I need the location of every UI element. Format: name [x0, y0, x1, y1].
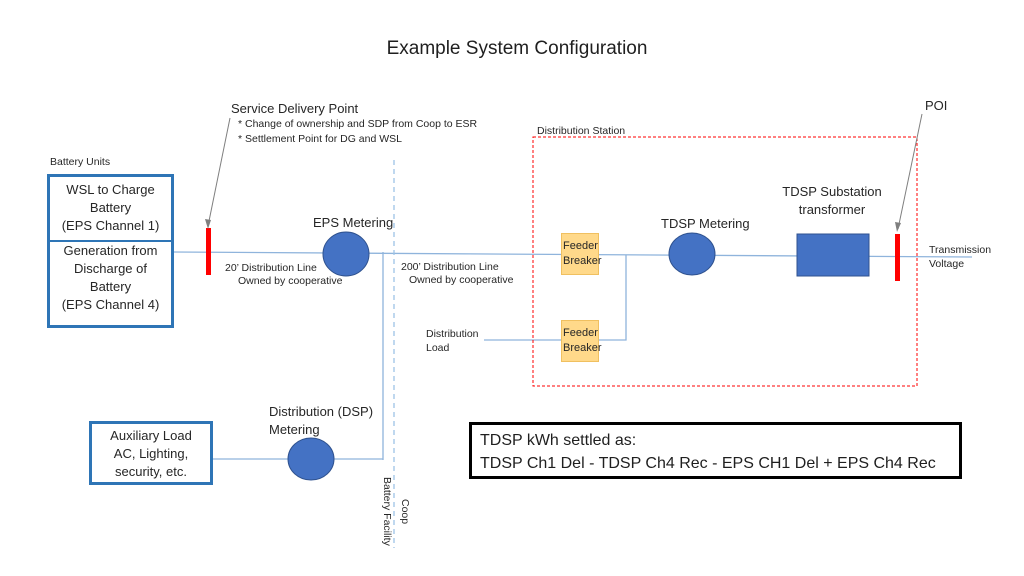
tdsp-transformer-label-2: transformer: [798, 202, 866, 217]
sdp-note-2: * Settlement Point for DG and WSL: [238, 133, 402, 145]
wsl-line-3: (EPS Channel 1): [61, 218, 160, 233]
distribution-station-boundary: [532, 136, 918, 387]
distribution-load-label-1: Distribution: [426, 328, 479, 340]
aux-line-3: security, etc.: [114, 464, 187, 479]
poi-marker: [895, 234, 900, 281]
transmission-voltage-label: Transmission Voltage: [929, 243, 991, 271]
dist-line-200-label-1: 200’ Distribution Line: [401, 261, 499, 273]
tdsp-meter: [668, 232, 716, 276]
battery-units-label: Battery Units: [50, 156, 111, 168]
eps-metering-label: EPS Metering: [313, 215, 394, 230]
wsl-line-1: WSL to Charge: [66, 182, 155, 197]
tdsp-metering-label: TDSP Metering: [661, 216, 750, 231]
gen-line-1: Generation from: [63, 243, 158, 258]
aux-line-1: Auxiliary Load: [110, 428, 192, 443]
auxiliary-load-box: Auxiliary Load AC, Lighting, security, e…: [89, 421, 213, 485]
feeder-breaker-1: Feeder Breaker: [561, 233, 602, 275]
summary-line-2: TDSP Ch1 Del - TDSP Ch4 Rec - EPS CH1 De…: [480, 455, 936, 472]
battery-facility-label: Battery Facility: [381, 477, 393, 546]
distribution-load-line: [484, 255, 627, 341]
battery-units-box: WSL to Charge Battery (EPS Channel 1) Ge…: [47, 174, 174, 328]
dsp-metering-label: Distribution (DSP) Metering: [269, 403, 373, 439]
sdp-title: Service Delivery Point: [231, 101, 359, 116]
dist-line-20-label-2: Owned by cooperative: [238, 275, 343, 287]
gen-line-4: (EPS Channel 4): [61, 297, 160, 312]
aux-line-2: AC, Lighting,: [113, 446, 189, 461]
distribution-load-label: Distribution Load: [426, 327, 479, 355]
tdsp-transformer: [796, 233, 870, 277]
transmission-voltage-label-2: Voltage: [929, 258, 965, 270]
wsl-section: WSL to Charge Battery (EPS Channel 1): [50, 177, 171, 235]
dist-line-200-label-2: Owned by cooperative: [409, 274, 514, 286]
page-title: Example System Configuration: [386, 38, 648, 59]
distribution-load-label-2: Load: [426, 342, 450, 354]
poi-pointer-arrow: [897, 113, 923, 230]
sdp-marker: [206, 228, 211, 275]
settlement-summary-box: TDSP kWh settled as: TDSP Ch1 Del - TDSP…: [469, 422, 962, 479]
dist-line-20-label-1: 20’ Distribution Line: [225, 262, 317, 274]
sdp-note-1: * Change of ownership and SDP from Coop …: [238, 118, 478, 130]
feeder-breaker-2-line-1: Feeder: [563, 327, 598, 339]
tdsp-transformer-label: TDSP Substation transformer: [772, 183, 892, 219]
transmission-voltage-label-1: Transmission: [929, 244, 992, 256]
dsp-metering-label-1: Distribution (DSP): [269, 404, 374, 419]
gen-line-2: Discharge of: [74, 261, 147, 276]
feeder-breaker-1-line-2: Breaker: [563, 255, 602, 267]
coop-label: Coop: [399, 499, 411, 525]
feeder-breaker-2-line-2: Breaker: [563, 342, 602, 354]
dsp-metering-label-2: Metering: [269, 422, 320, 437]
distribution-station-label: Distribution Station: [537, 125, 626, 137]
feeder-breaker-1-line-1: Feeder: [563, 240, 598, 252]
eps-meter: [322, 231, 370, 277]
dsp-meter: [287, 437, 335, 481]
wsl-line-2: Battery: [89, 200, 132, 215]
sdp-pointer-arrow: [207, 117, 231, 227]
tdsp-transformer-label-1: TDSP Substation: [782, 184, 882, 199]
feeder-breaker-2: Feeder Breaker: [561, 320, 602, 362]
gen-line-3: Battery: [89, 279, 132, 294]
sdp-arrowhead: [205, 219, 211, 229]
summary-line-1: TDSP kWh settled as:: [480, 432, 637, 449]
poi-label: POI: [925, 98, 948, 113]
generation-section: Generation from Discharge of Battery (EP…: [50, 240, 171, 314]
poi-arrowhead: [895, 222, 901, 232]
